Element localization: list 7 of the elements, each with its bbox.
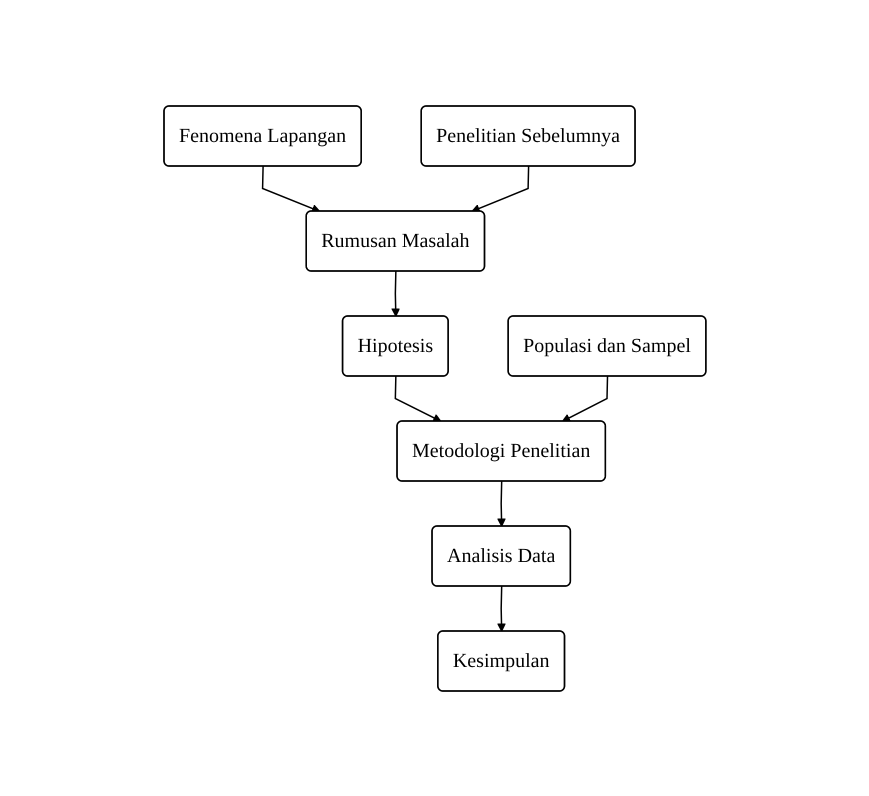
arrow bbox=[394, 376, 442, 422]
arrow bbox=[561, 376, 608, 422]
arrow bbox=[390, 270, 400, 316]
arrow bbox=[261, 166, 320, 212]
arrow bbox=[496, 586, 506, 632]
arrow bbox=[470, 166, 529, 212]
arrow bbox=[496, 480, 506, 526]
